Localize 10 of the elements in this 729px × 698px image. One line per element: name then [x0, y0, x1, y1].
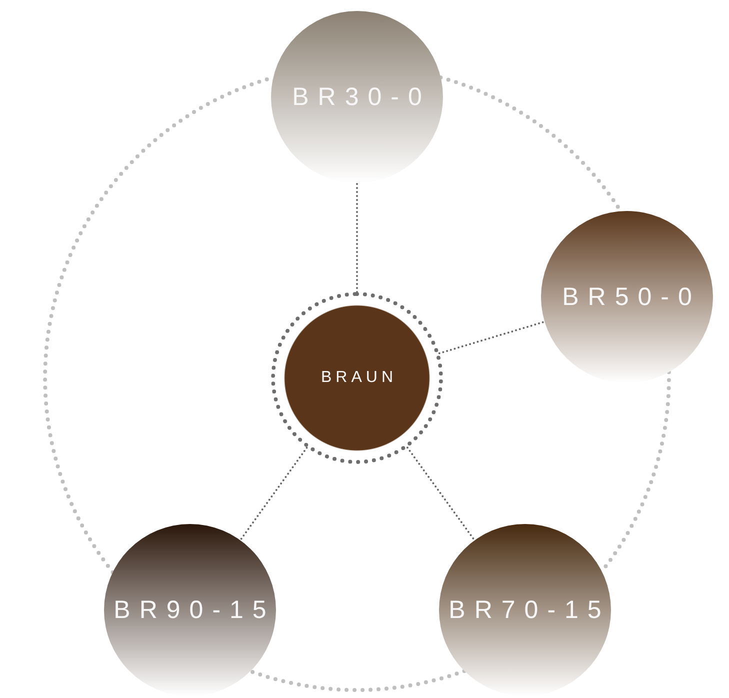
dotted-line	[239, 446, 308, 542]
dotted-line	[438, 320, 546, 354]
circle-label: BRAUN	[320, 369, 397, 387]
circle-label: BR90-15	[114, 596, 276, 624]
dotted-line	[356, 182, 358, 293]
circle-label: BR50-0	[562, 282, 701, 312]
circle-label: BR70-15	[448, 596, 610, 624]
dotted-arc	[248, 669, 466, 692]
circle-label: BR30-0	[292, 82, 431, 112]
dotted-line	[406, 446, 476, 542]
